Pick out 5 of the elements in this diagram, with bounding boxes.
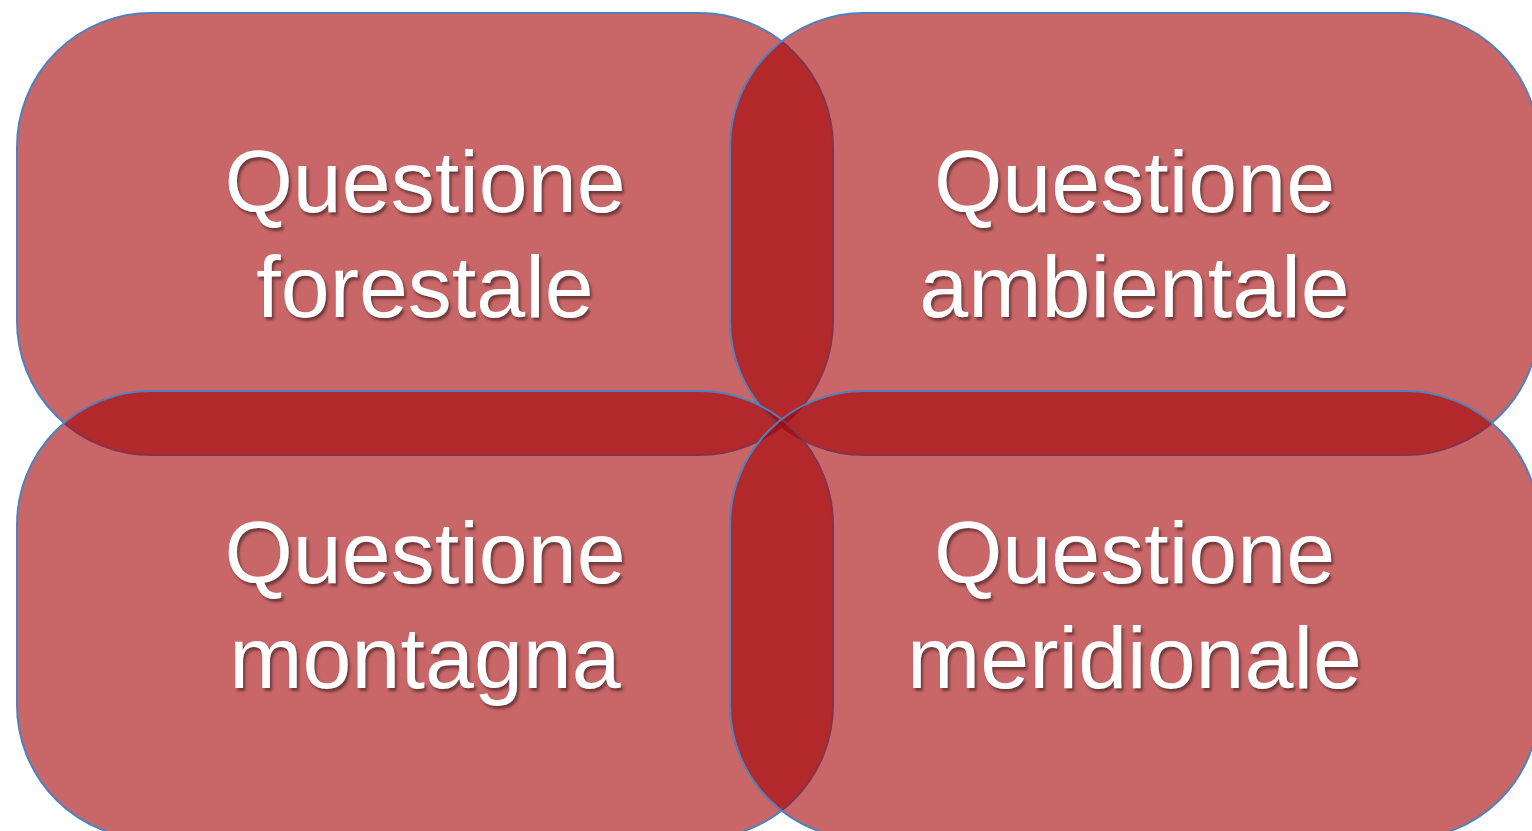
rounded-box (729, 390, 1532, 831)
box-label: Questione meridionale (906, 502, 1363, 709)
box-label: Questione ambientale (918, 131, 1351, 338)
box-label: Questione forestale (223, 131, 627, 338)
box-label: Questione montagna (223, 502, 627, 709)
